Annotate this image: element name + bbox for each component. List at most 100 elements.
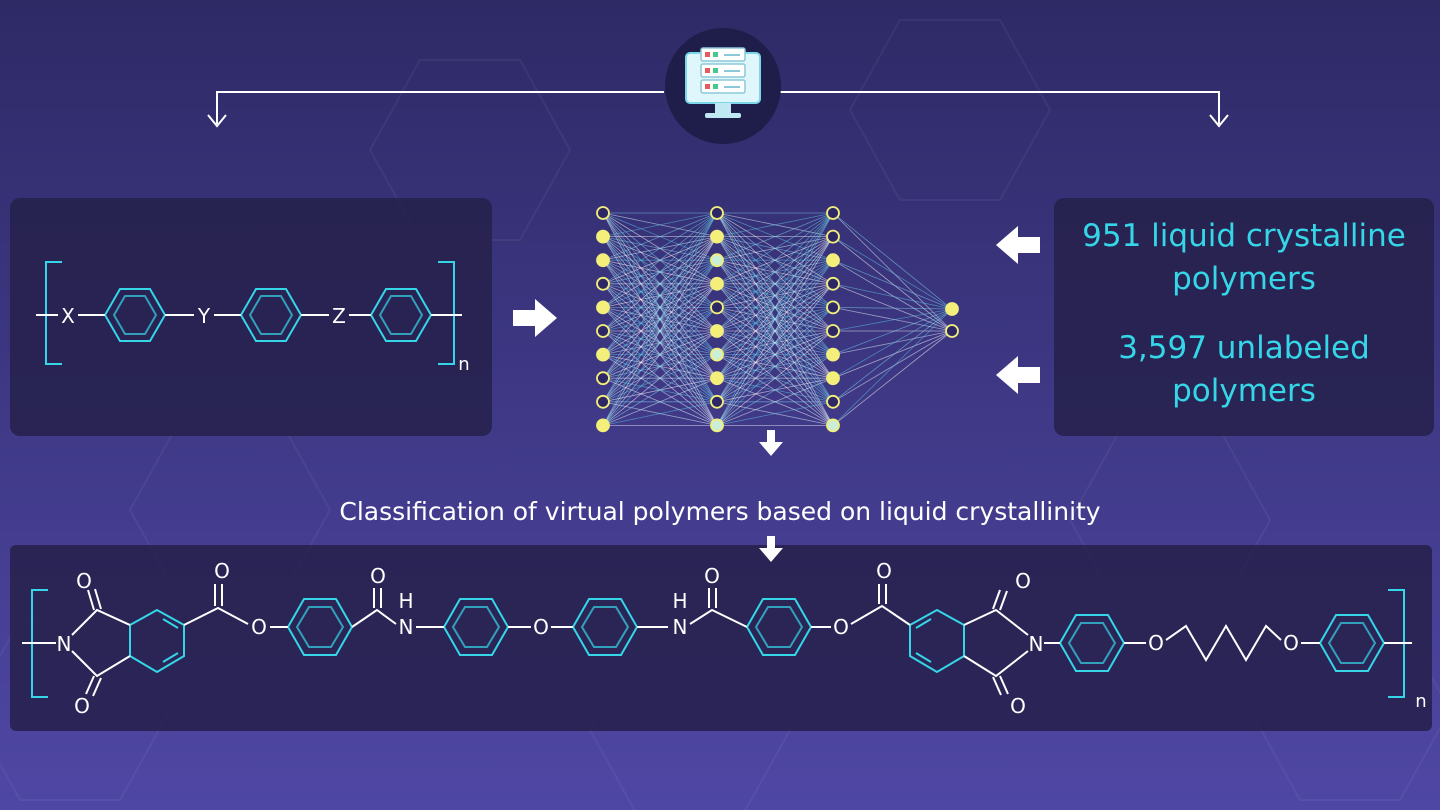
atom-h: H: [398, 589, 413, 613]
network-node: [710, 347, 724, 362]
atom-o: O: [833, 615, 849, 639]
network-node: [826, 394, 840, 409]
network-node: [710, 300, 724, 315]
output-polymer-structure: O N O O O O H N O H N O O O O N O O O n: [22, 559, 1427, 718]
arrow-left-icon: [996, 226, 1040, 264]
network-node: [596, 206, 610, 220]
network-edge: [716, 212, 834, 237]
network-edge: [832, 308, 953, 426]
flow-lines: [207, 91, 1229, 128]
atom-o: O: [1015, 569, 1031, 593]
substituent-x: X: [61, 304, 75, 328]
network-node: [596, 229, 610, 244]
network-edge: [832, 283, 953, 332]
substituent-y: Y: [197, 304, 211, 328]
neural-network: [596, 206, 959, 433]
atom-o: O: [1148, 631, 1164, 655]
network-edge: [602, 401, 718, 426]
network-edge: [716, 236, 834, 426]
network-edge: [602, 283, 718, 426]
network-node: [596, 300, 610, 315]
network-node: [596, 253, 610, 268]
network-node: [710, 371, 724, 386]
network-node: [596, 324, 610, 338]
network-edge: [716, 212, 834, 355]
network-edge: [716, 212, 834, 285]
network-node: [826, 229, 840, 244]
network-node: [710, 276, 724, 291]
network-edge: [832, 212, 953, 332]
classification-caption: Classification of virtual polymers based…: [339, 497, 1101, 526]
network-edge: [602, 259, 718, 426]
network-edge: [832, 308, 953, 379]
network-edge: [832, 308, 953, 403]
atom-o: O: [370, 564, 386, 588]
server-monitor-icon: [665, 28, 781, 144]
network-node: [596, 394, 610, 409]
network-node: [710, 229, 724, 244]
network-node: [826, 324, 840, 338]
network-edge: [602, 212, 718, 237]
network-edge: [716, 259, 834, 426]
labeled-dataset-label: 951 liquid crystalline polymers: [1082, 218, 1406, 297]
network-edge: [832, 308, 953, 332]
network-node: [826, 347, 840, 362]
network-edge: [832, 259, 953, 332]
atom-o: O: [704, 564, 720, 588]
atom-o: O: [1010, 694, 1026, 718]
network-edge: [832, 259, 953, 310]
repeat-unit-n: n: [1415, 691, 1426, 712]
atom-n: N: [673, 615, 688, 639]
network-edge: [602, 307, 718, 426]
network-node: [826, 418, 840, 433]
dataset-panel: 951 liquid crystalline polymers: [1054, 198, 1434, 436]
network-edge: [602, 377, 718, 426]
network-edge: [832, 330, 953, 355]
substituent-z: Z: [332, 304, 346, 328]
network-edge: [716, 212, 834, 426]
network-node: [826, 276, 840, 291]
network-edge: [716, 377, 834, 426]
network-node: [945, 324, 959, 338]
network-edge: [602, 212, 718, 285]
atom-n: N: [399, 615, 414, 639]
network-node: [945, 302, 959, 316]
network-edge: [602, 212, 718, 403]
monomer-template-structure: X Y Z n: [36, 261, 470, 375]
network-edge: [716, 212, 834, 332]
network-edge: [602, 212, 718, 261]
network-edge: [716, 330, 834, 426]
output-polymer-panel: [10, 545, 1432, 731]
network-edge: [832, 330, 953, 426]
network-edge: [716, 212, 834, 261]
network-edge: [716, 212, 834, 403]
network-node: [710, 206, 724, 220]
atom-o: O: [533, 615, 549, 639]
atom-o: O: [1283, 631, 1299, 655]
network-edge: [602, 330, 718, 426]
atom-o: O: [251, 615, 267, 639]
network-edge: [602, 212, 718, 426]
network-edge: [832, 307, 953, 310]
network-edge: [602, 212, 718, 355]
network-edge: [602, 354, 718, 426]
network-node: [710, 324, 724, 338]
atom-o: O: [214, 559, 230, 583]
network-edge: [832, 330, 953, 379]
network-node: [826, 300, 840, 315]
arrow-left-icon: [996, 356, 1040, 394]
network-edge: [716, 212, 834, 308]
network-edge: [832, 307, 953, 332]
repeat-unit-n: n: [458, 354, 469, 375]
network-node: [596, 347, 610, 362]
atom-h: H: [672, 589, 687, 613]
atom-o: O: [74, 694, 90, 718]
network-edge: [832, 330, 953, 403]
network-edge: [602, 236, 718, 426]
network-edge: [602, 212, 718, 379]
network-edge: [716, 401, 834, 426]
atom-o: O: [876, 559, 892, 583]
network-edge: [832, 212, 953, 310]
atom-n: N: [1029, 632, 1044, 656]
